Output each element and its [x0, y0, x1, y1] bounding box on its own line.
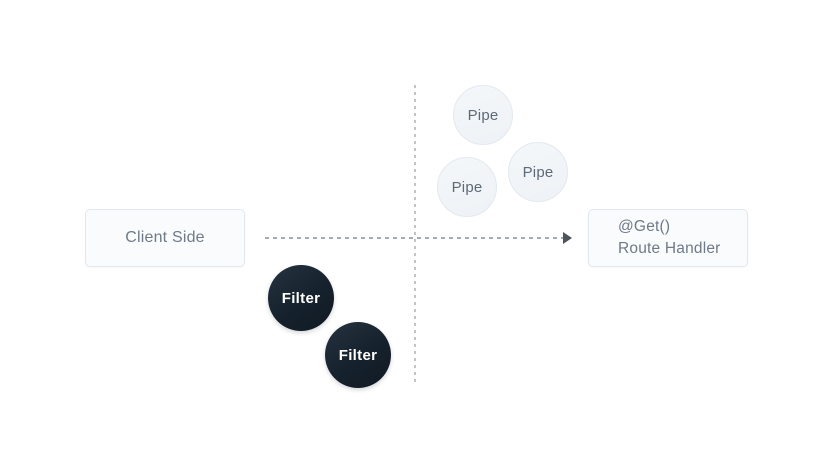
pipe-label: Pipe	[451, 178, 483, 196]
boundary-divider-line	[414, 85, 416, 385]
client-side-node: Client Side	[85, 209, 245, 267]
pipe-label: Pipe	[522, 163, 554, 181]
route-handler-node: @Get() Route Handler	[588, 209, 748, 267]
arrowhead-icon	[563, 232, 572, 244]
client-side-label: Client Side	[125, 229, 205, 246]
route-handler-label: Route Handler	[618, 240, 721, 257]
pipe-node: Pipe	[508, 142, 568, 202]
route-handler-decorator-label: @Get()	[618, 218, 671, 235]
pipe-node: Pipe	[437, 157, 497, 217]
pipe-node: Pipe	[453, 85, 513, 145]
filter-node: Filter	[325, 322, 391, 388]
filter-label: Filter	[338, 346, 378, 364]
pipe-label: Pipe	[467, 106, 499, 124]
filter-node: Filter	[268, 265, 334, 331]
request-flow-arrow-line	[265, 237, 564, 239]
filter-label: Filter	[281, 289, 321, 307]
